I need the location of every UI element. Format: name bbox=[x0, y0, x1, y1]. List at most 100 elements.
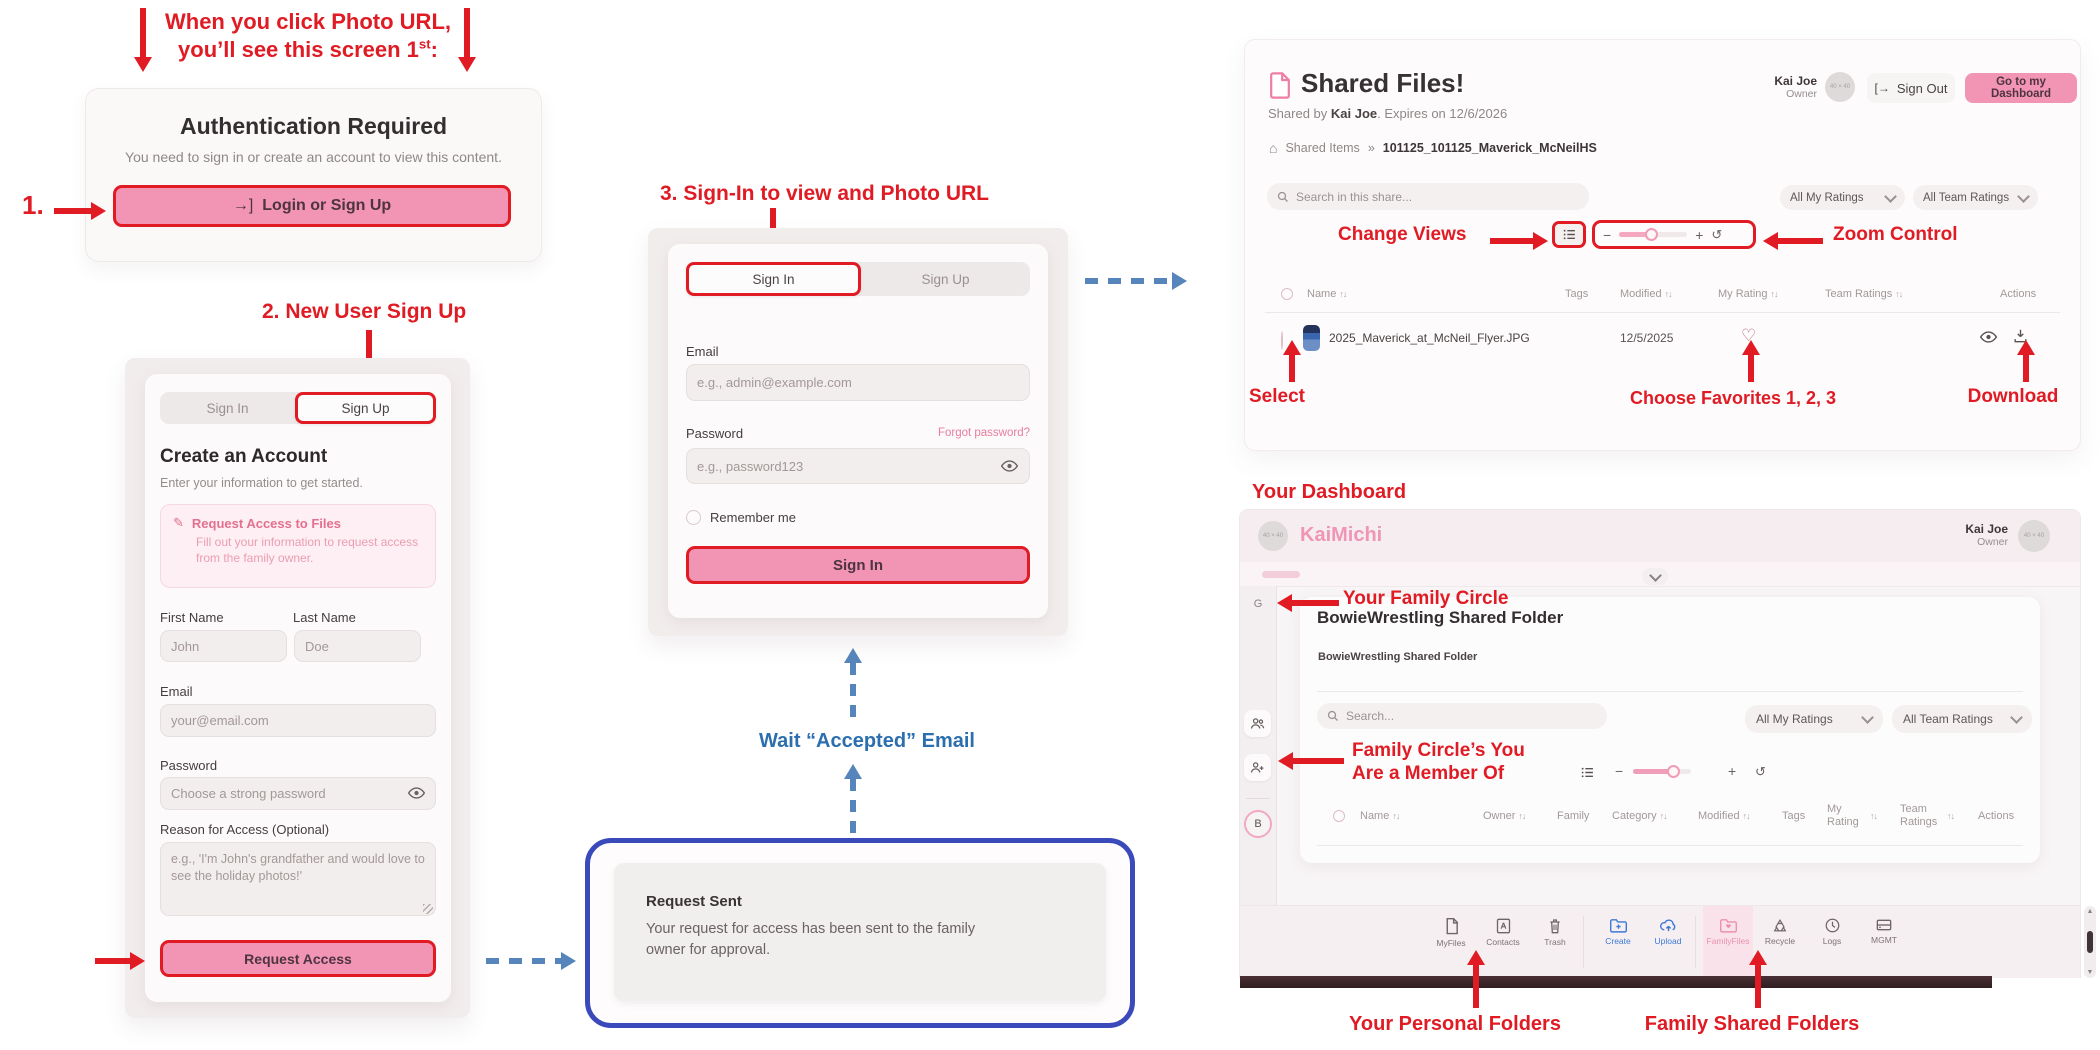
tab-sign-up[interactable]: Sign Up bbox=[921, 271, 970, 287]
go-to-dashboard-button[interactable]: Go to my Dashboard bbox=[1965, 73, 2077, 103]
brand-logo[interactable]: KaiMichi bbox=[1300, 524, 1383, 546]
signup-tabs: Sign In Sign Up bbox=[160, 392, 436, 424]
view-file-icon[interactable] bbox=[1980, 330, 1997, 344]
zoom-reset-button[interactable]: ↺ bbox=[1755, 764, 1766, 779]
home-icon[interactable]: ⌂ bbox=[1269, 140, 1278, 156]
zoom-slider[interactable] bbox=[1619, 227, 1688, 241]
zoom-slider[interactable] bbox=[1633, 764, 1691, 778]
col-name[interactable]: Name↑↓ bbox=[1307, 288, 1347, 300]
sort-icon: ↑↓ bbox=[1518, 811, 1526, 821]
col-modified[interactable]: Modified↑↓ bbox=[1698, 810, 1751, 822]
forgot-password-link[interactable]: Forgot password? bbox=[937, 427, 1030, 439]
zoom-out-button[interactable]: − bbox=[1603, 226, 1612, 243]
add-member-button[interactable] bbox=[1244, 754, 1271, 781]
intro-annotation: When you click Photo URL, you’ll see thi… bbox=[163, 8, 453, 63]
col-modified[interactable]: Modified↑↓ bbox=[1620, 288, 1673, 300]
select-all-checkbox[interactable] bbox=[1333, 810, 1345, 822]
file-name[interactable]: 2025_Maverick_at_McNeil_Flyer.JPG bbox=[1329, 331, 1530, 345]
filter-team-ratings[interactable]: All Team Ratings bbox=[1892, 705, 2032, 733]
eye-icon[interactable] bbox=[1001, 459, 1018, 473]
col-tags: Tags bbox=[1565, 288, 1589, 300]
col-team-ratings[interactable]: Team Ratings↑↓ bbox=[1825, 288, 1903, 300]
resize-grip-icon[interactable] bbox=[423, 904, 433, 914]
remember-checkbox[interactable] bbox=[686, 510, 701, 525]
scrollbar[interactable]: ▲ ▼ bbox=[2084, 906, 2096, 978]
reason-label: Reason for Access (Optional) bbox=[160, 822, 330, 837]
toolbar-separator bbox=[1695, 916, 1696, 968]
signin-password-field[interactable] bbox=[686, 448, 1030, 484]
intro-line2: you’ll see this screen 1st: bbox=[178, 36, 438, 62]
col-team-ratings[interactable]: Team Ratings↑↓ bbox=[1900, 803, 1955, 829]
tab-sign-in[interactable]: Sign In bbox=[206, 400, 249, 416]
zoom-in-button[interactable]: + bbox=[1728, 763, 1737, 779]
auth-required-card: Authentication Required You need to sign… bbox=[85, 88, 542, 262]
annotation-right-arrow-icon bbox=[54, 202, 106, 220]
first-name-field[interactable] bbox=[160, 630, 287, 662]
sort-icon: ↑↓ bbox=[1659, 811, 1668, 821]
step3-annotation: 3. Sign-In to view and Photo URL bbox=[660, 182, 989, 205]
download-annotation: Download bbox=[1967, 386, 2059, 407]
eye-icon[interactable] bbox=[408, 786, 425, 800]
sign-in-button[interactable]: Sign In bbox=[686, 546, 1030, 584]
col-category[interactable]: Category↑↓ bbox=[1612, 810, 1668, 822]
document-icon bbox=[1269, 72, 1291, 99]
signup-email-field[interactable] bbox=[160, 704, 436, 737]
col-my-rating[interactable]: My Rating↑↓ bbox=[1718, 288, 1779, 300]
flow-up-arrow-icon bbox=[844, 764, 862, 836]
request-sent-body: Your request for access has been sent to… bbox=[646, 921, 976, 959]
sort-icon: ↑↓ bbox=[1770, 289, 1779, 299]
toolbar-item-mgmt[interactable]: MGMT bbox=[1859, 918, 1909, 945]
sign-out-button[interactable]: [→ Sign Out bbox=[1867, 73, 1955, 103]
col-owner[interactable]: Owner↑↓ bbox=[1483, 810, 1526, 822]
toolbar-item-recycle[interactable]: Recycle bbox=[1755, 918, 1805, 946]
request-access-button[interactable]: Request Access bbox=[160, 940, 436, 977]
family-members-button[interactable] bbox=[1244, 710, 1271, 737]
col-name[interactable]: Name↑↓ bbox=[1360, 810, 1400, 822]
list-view-button[interactable] bbox=[1552, 221, 1586, 248]
annotation-left-arrow-icon bbox=[1277, 594, 1339, 612]
last-name-field[interactable] bbox=[294, 630, 421, 662]
notice-body: Fill out your information to request acc… bbox=[196, 535, 419, 566]
filter-my-ratings[interactable]: All My Ratings bbox=[1745, 705, 1883, 733]
toolbar-item-familyfiles[interactable]: FamilyFiles bbox=[1703, 906, 1753, 978]
signup-password-label: Password bbox=[160, 758, 218, 773]
breadcrumb-root[interactable]: Shared Items bbox=[1285, 141, 1360, 155]
scrollbar-thumb[interactable] bbox=[2087, 931, 2093, 953]
dashboard-user-role: Owner bbox=[1977, 536, 2008, 548]
toolbar-item-create[interactable]: Create bbox=[1593, 918, 1643, 946]
reason-field[interactable] bbox=[160, 842, 436, 916]
zoom-reset-button[interactable]: ↺ bbox=[1711, 226, 1723, 242]
signup-password-field[interactable] bbox=[160, 777, 436, 810]
shared-files-subtitle: Shared by Kai Joe. Expires on 12/6/2026 bbox=[1268, 106, 1508, 121]
scroll-up-icon[interactable]: ▲ bbox=[2086, 908, 2094, 915]
toolbar-item-myfiles[interactable]: MyFiles bbox=[1426, 918, 1476, 948]
scroll-down-icon[interactable]: ▼ bbox=[2086, 969, 2094, 976]
filter-my-ratings[interactable]: All My Ratings bbox=[1780, 185, 1905, 210]
signin-email-field[interactable] bbox=[686, 364, 1030, 401]
zoom-out-button[interactable]: − bbox=[1615, 763, 1624, 779]
toolbar-item-contacts[interactable]: Contacts bbox=[1478, 918, 1528, 947]
avatar: 40 × 40 bbox=[1258, 521, 1288, 551]
col-my-rating[interactable]: My Rating↑↓ bbox=[1827, 803, 1878, 829]
dashboard-search-box[interactable]: Search... bbox=[1317, 703, 1607, 729]
share-search-box[interactable]: Search in this share... bbox=[1267, 183, 1589, 210]
toolbar-item-upload[interactable]: Upload bbox=[1643, 918, 1693, 946]
list-view-button[interactable] bbox=[1581, 767, 1594, 778]
change-views-annotation: Change Views bbox=[1338, 224, 1467, 245]
filter-team-ratings[interactable]: All Team Ratings bbox=[1913, 185, 2038, 210]
share-search-placeholder: Search in this share... bbox=[1296, 189, 1413, 204]
table-row[interactable]: 2025_Maverick_at_McNeil_Flyer.JPG 12/5/2… bbox=[1245, 316, 2080, 362]
collapse-chevron-button[interactable] bbox=[1642, 568, 1668, 585]
divider bbox=[1317, 845, 2023, 846]
select-all-checkbox[interactable] bbox=[1281, 288, 1293, 300]
toolbar-item-trash[interactable]: Trash bbox=[1530, 918, 1580, 947]
login-or-signup-button[interactable]: →] Login or Sign Up bbox=[113, 185, 511, 227]
auth-subtitle: You need to sign in or create an account… bbox=[125, 149, 502, 165]
toolbar-item-logs[interactable]: Logs bbox=[1807, 918, 1857, 946]
tab-sign-in[interactable]: Sign In bbox=[686, 262, 861, 296]
signin-email-label: Email bbox=[686, 344, 719, 359]
tab-sign-up[interactable]: Sign Up bbox=[295, 392, 436, 424]
sidebar-item-b-circle[interactable]: B bbox=[1244, 810, 1272, 838]
sidebar-item-g[interactable]: G bbox=[1253, 598, 1263, 610]
zoom-in-button[interactable]: + bbox=[1695, 226, 1704, 243]
